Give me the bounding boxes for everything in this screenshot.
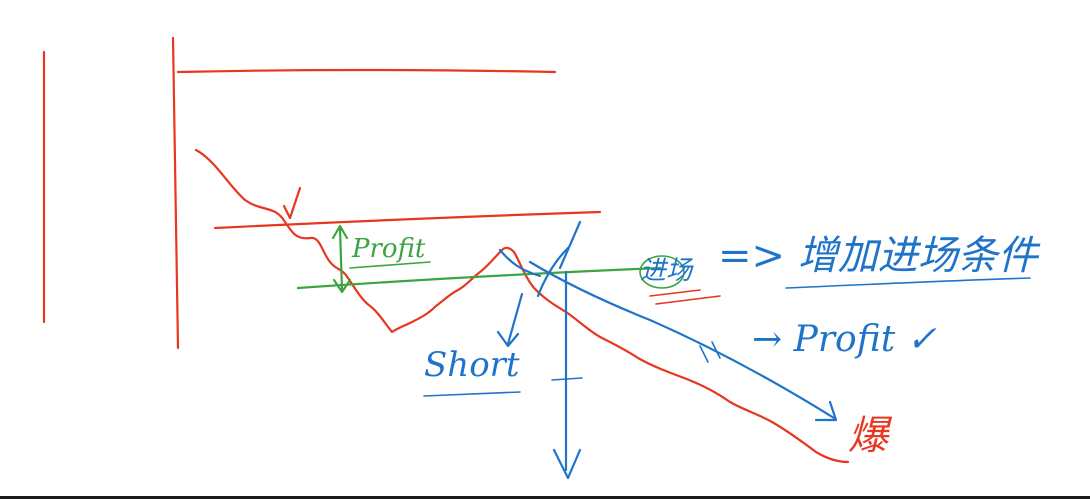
blue-diagonal-arrow-head (814, 400, 838, 422)
blue-cross-tick (551, 377, 583, 381)
red-horizontal-line-middle (213, 210, 602, 230)
entry-note-label: 进场 (640, 256, 693, 286)
profit-label-green: Profit (352, 234, 426, 264)
green-horizontal-line (296, 266, 662, 290)
blue-diagonal-arrow (528, 260, 836, 420)
blue-arrow-short (506, 292, 524, 346)
short-label: Short (424, 345, 520, 385)
blue-curve-left (498, 248, 542, 278)
red-vertical-line-axis (171, 36, 180, 350)
blue-short-underline (423, 391, 521, 397)
green-arrow-head-bottom (332, 278, 352, 294)
profit-label-blue: → Profit ✓ (752, 319, 937, 360)
blue-tick-2 (711, 341, 721, 359)
red-horizontal-line-top (176, 68, 557, 74)
red-underline-entry (649, 289, 701, 297)
red-arrow-entry (282, 186, 302, 220)
blowup-label: 爆 (848, 413, 888, 459)
red-underline-entry-2 (655, 295, 721, 305)
blue-tick-1 (699, 345, 709, 363)
green-double-arrow (338, 226, 344, 292)
green-profit-underline (349, 261, 431, 269)
add-entry-condition-label: => 增加进场条件 (718, 233, 1038, 279)
blue-arrow-short-head (496, 330, 520, 348)
green-arrow-head-top (331, 224, 349, 240)
red-price-curve (194, 148, 850, 464)
blue-arrow-down-head (552, 448, 582, 480)
blue-slash (558, 220, 582, 270)
green-entry-circle (639, 255, 685, 289)
blue-curve-entry (536, 246, 570, 298)
blue-underline-right (785, 277, 1031, 289)
bottom-border (0, 496, 1090, 499)
